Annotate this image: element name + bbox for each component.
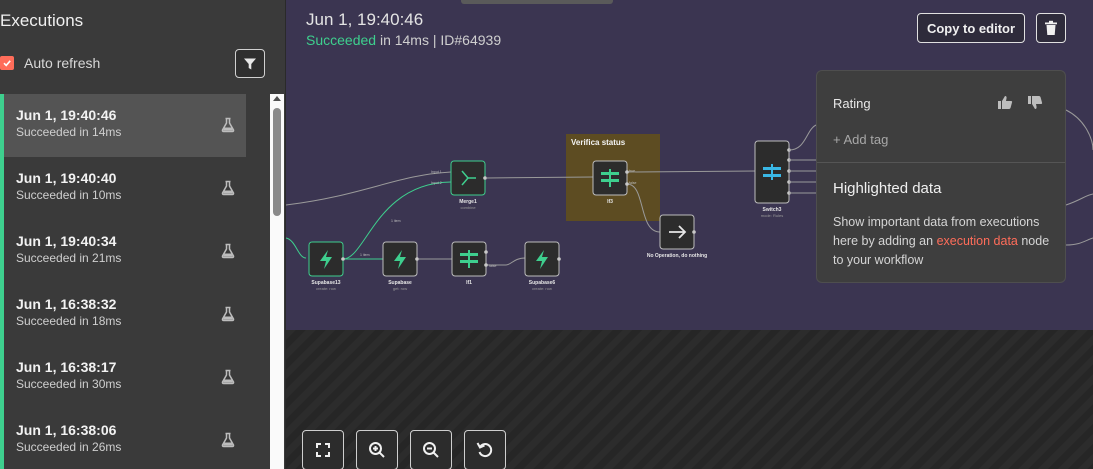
- execution-date: Jun 1, 16:38:06: [16, 422, 117, 438]
- execution-status-detail: in 14ms | ID#64939: [376, 32, 502, 48]
- scroll-thumb[interactable]: [273, 108, 281, 216]
- thumbs-down-icon[interactable]: [1027, 95, 1043, 110]
- node-supabase13[interactable]: Supabase13 create: row: [308, 241, 344, 291]
- node-label: Supabase: [388, 280, 412, 286]
- execution-status: Succeeded in 14ms: [16, 125, 122, 139]
- node-label: No Operation, do nothing: [647, 253, 707, 259]
- thumbs-up-icon[interactable]: [997, 95, 1013, 110]
- node-sublabel: combine: [460, 205, 476, 210]
- workflow-canvas[interactable]: Jun 1, 19:40:46 Succeeded in 14ms | ID#6…: [286, 0, 1093, 330]
- execution-item[interactable]: Jun 1, 16:38:17 Succeeded in 30ms: [0, 346, 246, 409]
- workflow-graph: Verifica status Supabase13 create: row: [286, 109, 1093, 291]
- execution-status: Succeeded in 21ms: [16, 251, 122, 265]
- execution-status: Succeeded in 26ms: [16, 440, 122, 454]
- execution-status: Succeeded in 18ms: [16, 314, 122, 328]
- execution-item[interactable]: Jun 1, 16:38:32 Succeeded in 18ms: [0, 283, 246, 346]
- execution-status-word: Succeeded: [306, 32, 377, 48]
- reset-zoom-button[interactable]: [464, 430, 506, 469]
- edge-label: 1 item: [360, 253, 370, 257]
- zoom-in-icon: [369, 442, 385, 458]
- auto-refresh-label: Auto refresh: [24, 55, 101, 71]
- execution-item[interactable]: Jun 1, 16:38:06 Succeeded in 26ms: [0, 409, 246, 469]
- node-ports: [341, 148, 791, 267]
- edge-label: 1 item: [391, 219, 401, 223]
- flask-icon: [221, 369, 235, 385]
- node-label: Merge1: [459, 199, 477, 205]
- node-sublabel: create: row: [316, 286, 336, 291]
- node-label: Supabase6: [529, 280, 556, 286]
- node-sublabel: get: row: [393, 286, 407, 291]
- sticky-note-title: Verifica status: [571, 138, 626, 147]
- flask-icon: [221, 432, 235, 448]
- node-supabase[interactable]: Supabase get: row: [382, 241, 418, 291]
- execution-date: Jun 1, 16:38:32: [16, 296, 117, 312]
- copy-to-editor-button[interactable]: Copy to editor: [917, 13, 1025, 43]
- execution-subtitle: Succeeded in 14ms | ID#64939: [306, 32, 501, 48]
- execution-data-link[interactable]: execution data: [936, 234, 1018, 248]
- flask-icon: [221, 306, 235, 322]
- edge-label: false: [489, 264, 496, 268]
- fit-view-icon: [316, 443, 330, 457]
- sidebar-title: Executions: [0, 11, 84, 30]
- execution-item[interactable]: Jun 1, 19:40:40 Succeeded in 10ms: [0, 157, 246, 220]
- node-no-operation[interactable]: No Operation, do nothing: [647, 214, 707, 259]
- port-label: Input 1: [431, 170, 442, 174]
- node-switch3[interactable]: Switch3 mode: Rules: [754, 140, 790, 218]
- zoom-to-fit-button[interactable]: [302, 430, 344, 469]
- node-merge1[interactable]: Merge1 combine Input 1 Input 2: [431, 160, 486, 210]
- execution-date: Jun 1, 16:38:17: [16, 359, 117, 375]
- port-label: false: [629, 181, 636, 185]
- zoom-out-button[interactable]: [410, 430, 452, 469]
- canvas-top-handle: [461, 0, 613, 4]
- node-label: If3: [607, 199, 613, 205]
- flask-icon: [221, 180, 235, 196]
- execution-date: Jun 1, 19:40:46: [16, 107, 117, 123]
- delete-execution-button[interactable]: [1036, 13, 1066, 43]
- highlighted-text-part: Show important data from executions here…: [833, 215, 1040, 248]
- node-sublabel: create: row: [532, 286, 552, 291]
- filter-button[interactable]: [235, 49, 265, 78]
- execution-list: Jun 1, 19:40:46 Succeeded in 14ms Jun 1,…: [0, 94, 270, 469]
- execution-annotation-panel: Rating + Add tag Highlighted data Show i…: [816, 70, 1066, 283]
- executions-sidebar: Executions Auto refresh Jun 1, 19:40:46 …: [0, 0, 286, 469]
- highlighted-data-description: Show important data from executions here…: [833, 213, 1058, 270]
- execution-list-scrollbar[interactable]: [270, 94, 284, 469]
- execution-item[interactable]: Jun 1, 19:40:46 Succeeded in 14ms: [0, 94, 246, 157]
- undo-icon: [476, 442, 493, 458]
- node-if1[interactable]: If1: [451, 241, 487, 286]
- rating-label: Rating: [833, 96, 871, 111]
- node-label: Supabase13: [311, 280, 340, 286]
- flask-icon: [221, 243, 235, 259]
- execution-status: Succeeded in 10ms: [16, 188, 122, 202]
- node-label: Switch3: [763, 207, 782, 213]
- connections: [286, 170, 757, 266]
- execution-item[interactable]: Jun 1, 19:40:34 Succeeded in 21ms: [0, 220, 246, 283]
- execution-date: Jun 1, 19:40:40: [16, 170, 117, 186]
- execution-title-date: Jun 1, 19:40:46: [306, 10, 424, 29]
- node-label: If1: [466, 280, 472, 286]
- execution-date: Jun 1, 19:40:34: [16, 233, 117, 249]
- node-if3[interactable]: If3 true false: [592, 160, 636, 205]
- zoom-in-button[interactable]: [356, 430, 398, 469]
- auto-refresh-checkbox[interactable]: [0, 56, 14, 70]
- port-label: Input 2: [431, 181, 442, 185]
- port-label: true: [629, 169, 635, 173]
- add-tag-button[interactable]: + Add tag: [833, 132, 889, 147]
- canvas-lower-area: [286, 330, 1093, 469]
- zoom-out-icon: [423, 442, 439, 458]
- node-sublabel: mode: Rules: [761, 213, 783, 218]
- auto-refresh-row[interactable]: Auto refresh: [0, 55, 100, 71]
- node-supabase6[interactable]: Supabase6 create: row: [524, 241, 560, 291]
- panel-divider: [817, 162, 1065, 163]
- filter-icon: [244, 58, 256, 69]
- highlighted-text-part: node to your workflow: [833, 234, 1050, 267]
- flask-icon: [221, 117, 235, 133]
- check-icon: [3, 60, 11, 67]
- highlighted-data-title: Highlighted data: [833, 180, 942, 197]
- trash-icon: [1045, 20, 1057, 35]
- execution-status: Succeeded in 30ms: [16, 377, 122, 391]
- scroll-up-arrow[interactable]: [273, 96, 281, 101]
